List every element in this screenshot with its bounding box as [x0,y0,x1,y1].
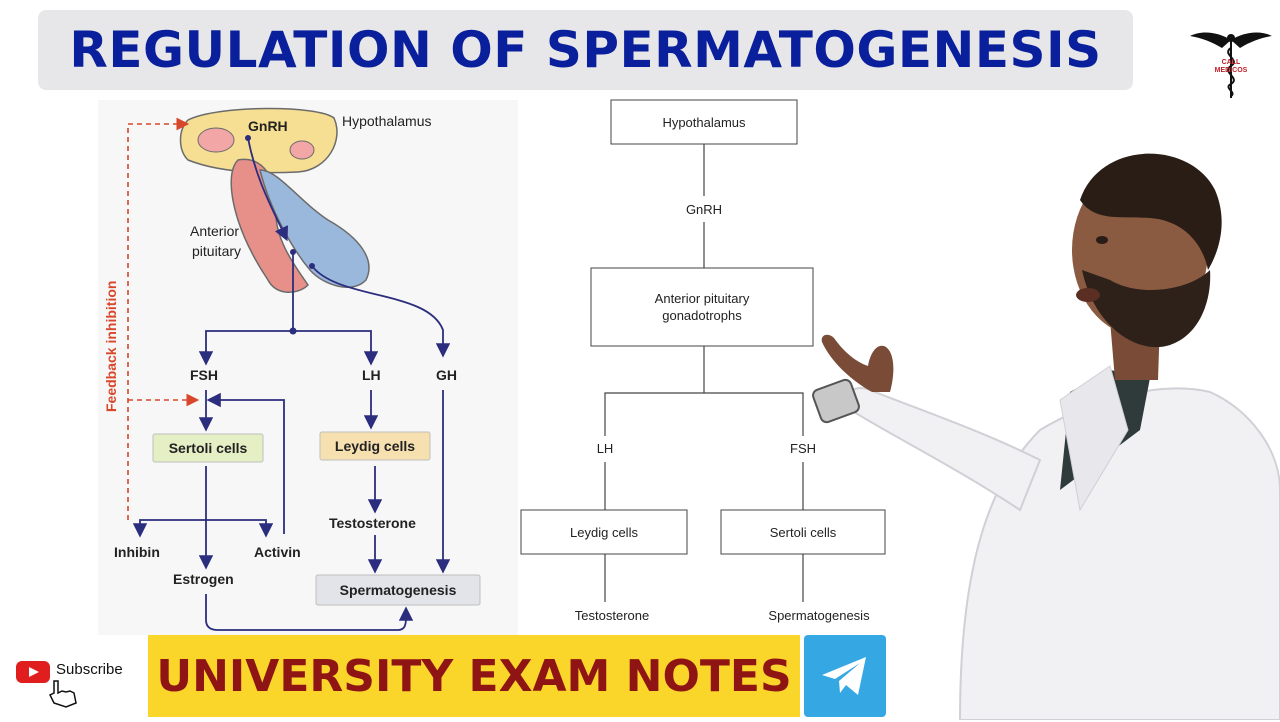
page-title: REGULATION OF SPERMATOGENESIS [69,21,1102,79]
illustrated-diagram: Hypothalamus GnRH Anterior pituitary FSH… [98,100,518,635]
flow-sertoli-label: Sertoli cells [770,525,837,540]
subscribe-button[interactable]: Subscribe [14,655,144,710]
activin-label: Activin [254,544,301,560]
testosterone-label: Testosterone [329,515,416,531]
logo-text-line2: MEDICOS [1215,67,1248,74]
fsh-label: FSH [190,367,218,383]
hand-cursor-icon [48,680,77,708]
flow-gnrh-label: GnRH [686,202,722,217]
flow-lh-label: LH [597,441,614,456]
banner-text: UNIVERSITY EXAM NOTES [156,650,792,702]
spermatogenesis-box [315,574,481,606]
feedback-label: Feedback inhibition [103,281,119,412]
posterior-pituitary-shape [259,169,370,288]
estrogen-label: Estrogen [173,571,234,587]
flow-leydig-label: Leydig cells [570,525,638,540]
gnrh-label: GnRH [248,118,288,134]
anterior-label-line1: Anterior [190,223,239,239]
spermatogenesis-label: Spermatogenesis [340,582,457,598]
logo-text-line1: CALL [1222,59,1241,66]
anterior-label-line2: pituitary [192,243,241,259]
lh-label: LH [362,367,381,383]
flow-hypothalamus-label: Hypothalamus [662,115,746,130]
flow-anterior-box [590,267,814,347]
flow-sertoli-box [720,509,886,555]
leydig-label: Leydig cells [335,438,415,454]
flow-spermatogenesis-label: Spermatogenesis [768,608,870,623]
caduceus-logo: CALL MEDICOS [1190,32,1272,98]
flow-hypothalamus-box [610,99,798,145]
telegram-icon [822,657,866,695]
flow-testosterone-label: Testosterone [575,608,649,623]
hypothalamus-nucleus [197,127,235,153]
sertoli-label: Sertoli cells [169,440,248,456]
leydig-box [319,431,431,461]
title-bar: REGULATION OF SPERMATOGENESIS [38,10,1133,90]
subscribe-label: Subscribe [56,661,123,678]
hypothalamus-nucleus-2 [289,140,315,160]
youtube-icon [16,661,50,683]
hypothalamus-label: Hypothalamus [342,113,432,129]
telegram-button[interactable] [804,635,886,717]
bottom-banner: UNIVERSITY EXAM NOTES [148,635,800,717]
flowchart-diagram: Hypothalamus GnRH Anterior pituitary gon… [520,99,886,623]
sertoli-box [152,433,264,463]
presenter-figure [812,153,1280,720]
flow-leydig-box [520,509,688,555]
gh-label: GH [436,367,457,383]
inhibin-label: Inhibin [114,544,160,560]
flow-fsh-label: FSH [790,441,816,456]
flow-anterior-line1: Anterior pituitary [655,291,750,306]
flow-anterior-line2: gonadotrophs [662,308,742,323]
